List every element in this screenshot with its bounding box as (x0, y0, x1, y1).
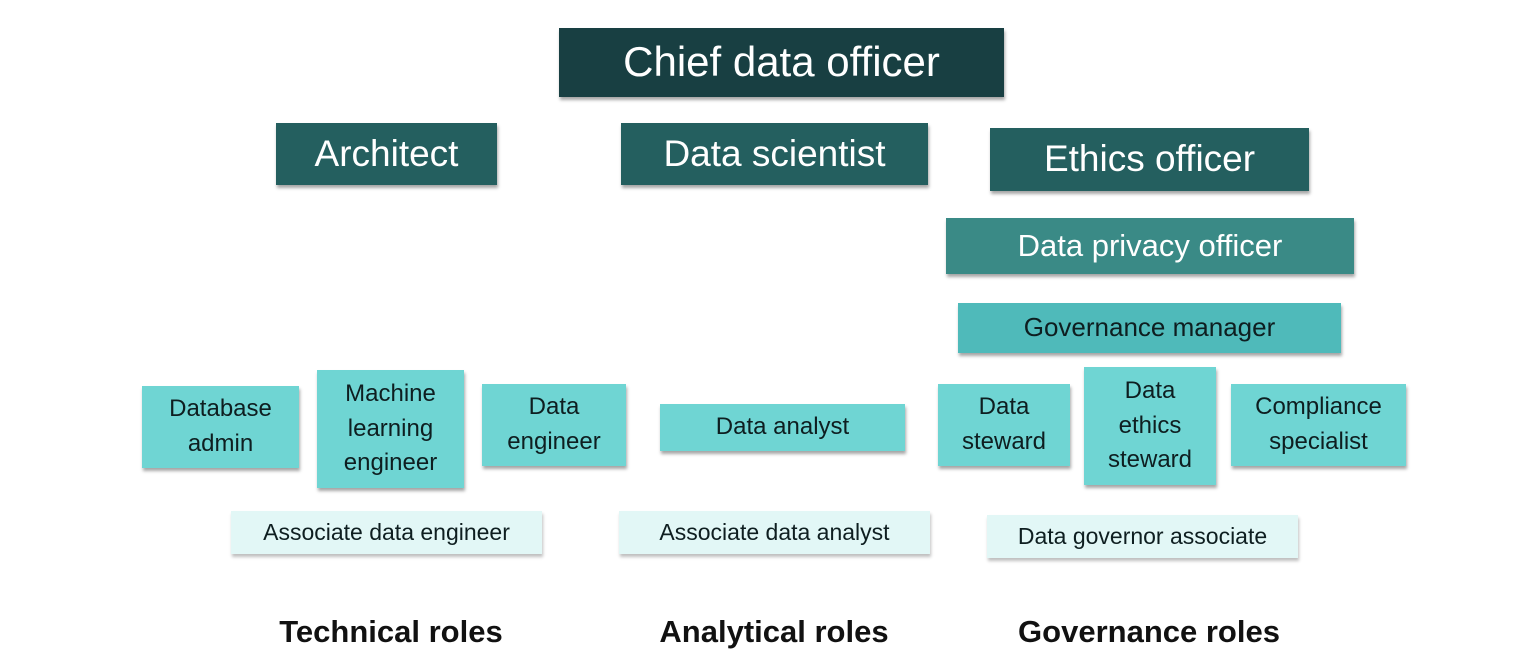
data-engineer-box: Data engineer (482, 384, 626, 466)
data-scientist-box: Data scientist (621, 123, 928, 185)
architect-box: Architect (276, 123, 497, 185)
chief-data-officer-box: Chief data officer (559, 28, 1004, 97)
technical-roles-label: Technical roles (279, 614, 503, 649)
compliance-specialist-box: Compliance specialist (1231, 384, 1406, 466)
associate-data-engineer-box: Associate data engineer (231, 511, 542, 554)
governance-roles-label: Governance roles (1018, 614, 1280, 649)
database-admin-box: Database admin (142, 386, 299, 468)
data-privacy-officer-box: Data privacy officer (946, 218, 1354, 274)
data-ethics-steward-box: Data ethics steward (1084, 367, 1216, 485)
machine-learning-engineer-box: Machine learning engineer (317, 370, 464, 488)
data-steward-box: Data steward (938, 384, 1070, 466)
governance-manager-box: Governance manager (958, 303, 1341, 353)
analytical-roles-label: Analytical roles (659, 614, 889, 649)
ethics-officer-box: Ethics officer (990, 128, 1309, 191)
associate-data-analyst-box: Associate data analyst (619, 511, 930, 554)
data-analyst-box: Data analyst (660, 404, 905, 451)
data-governor-associate-box: Data governor associate (987, 515, 1298, 558)
